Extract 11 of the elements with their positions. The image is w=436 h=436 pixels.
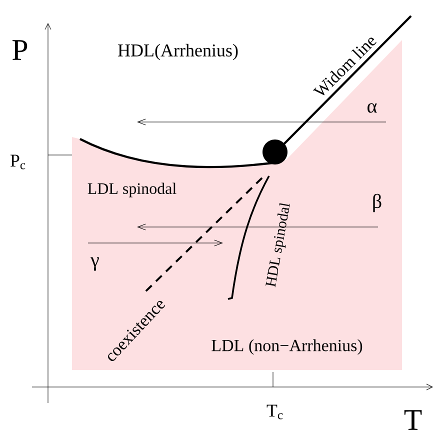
curve-label: HDL spinodal	[266, 203, 290, 288]
axis-label: T$_{c}$	[266, 404, 283, 420]
direction-label: β	[373, 194, 382, 212]
direction-label: γ	[90, 257, 99, 271]
axis-label: P	[12, 40, 28, 60]
direction-label: α	[368, 103, 377, 113]
curve-label: LDL spinodal	[88, 182, 176, 198]
region-label: LDL (non−Arrhenius)	[212, 339, 362, 355]
axis-label: T	[404, 410, 422, 430]
region-label: HDL(Arrhenius)	[118, 44, 238, 60]
axis-label: P$_{c}$	[10, 154, 26, 170]
